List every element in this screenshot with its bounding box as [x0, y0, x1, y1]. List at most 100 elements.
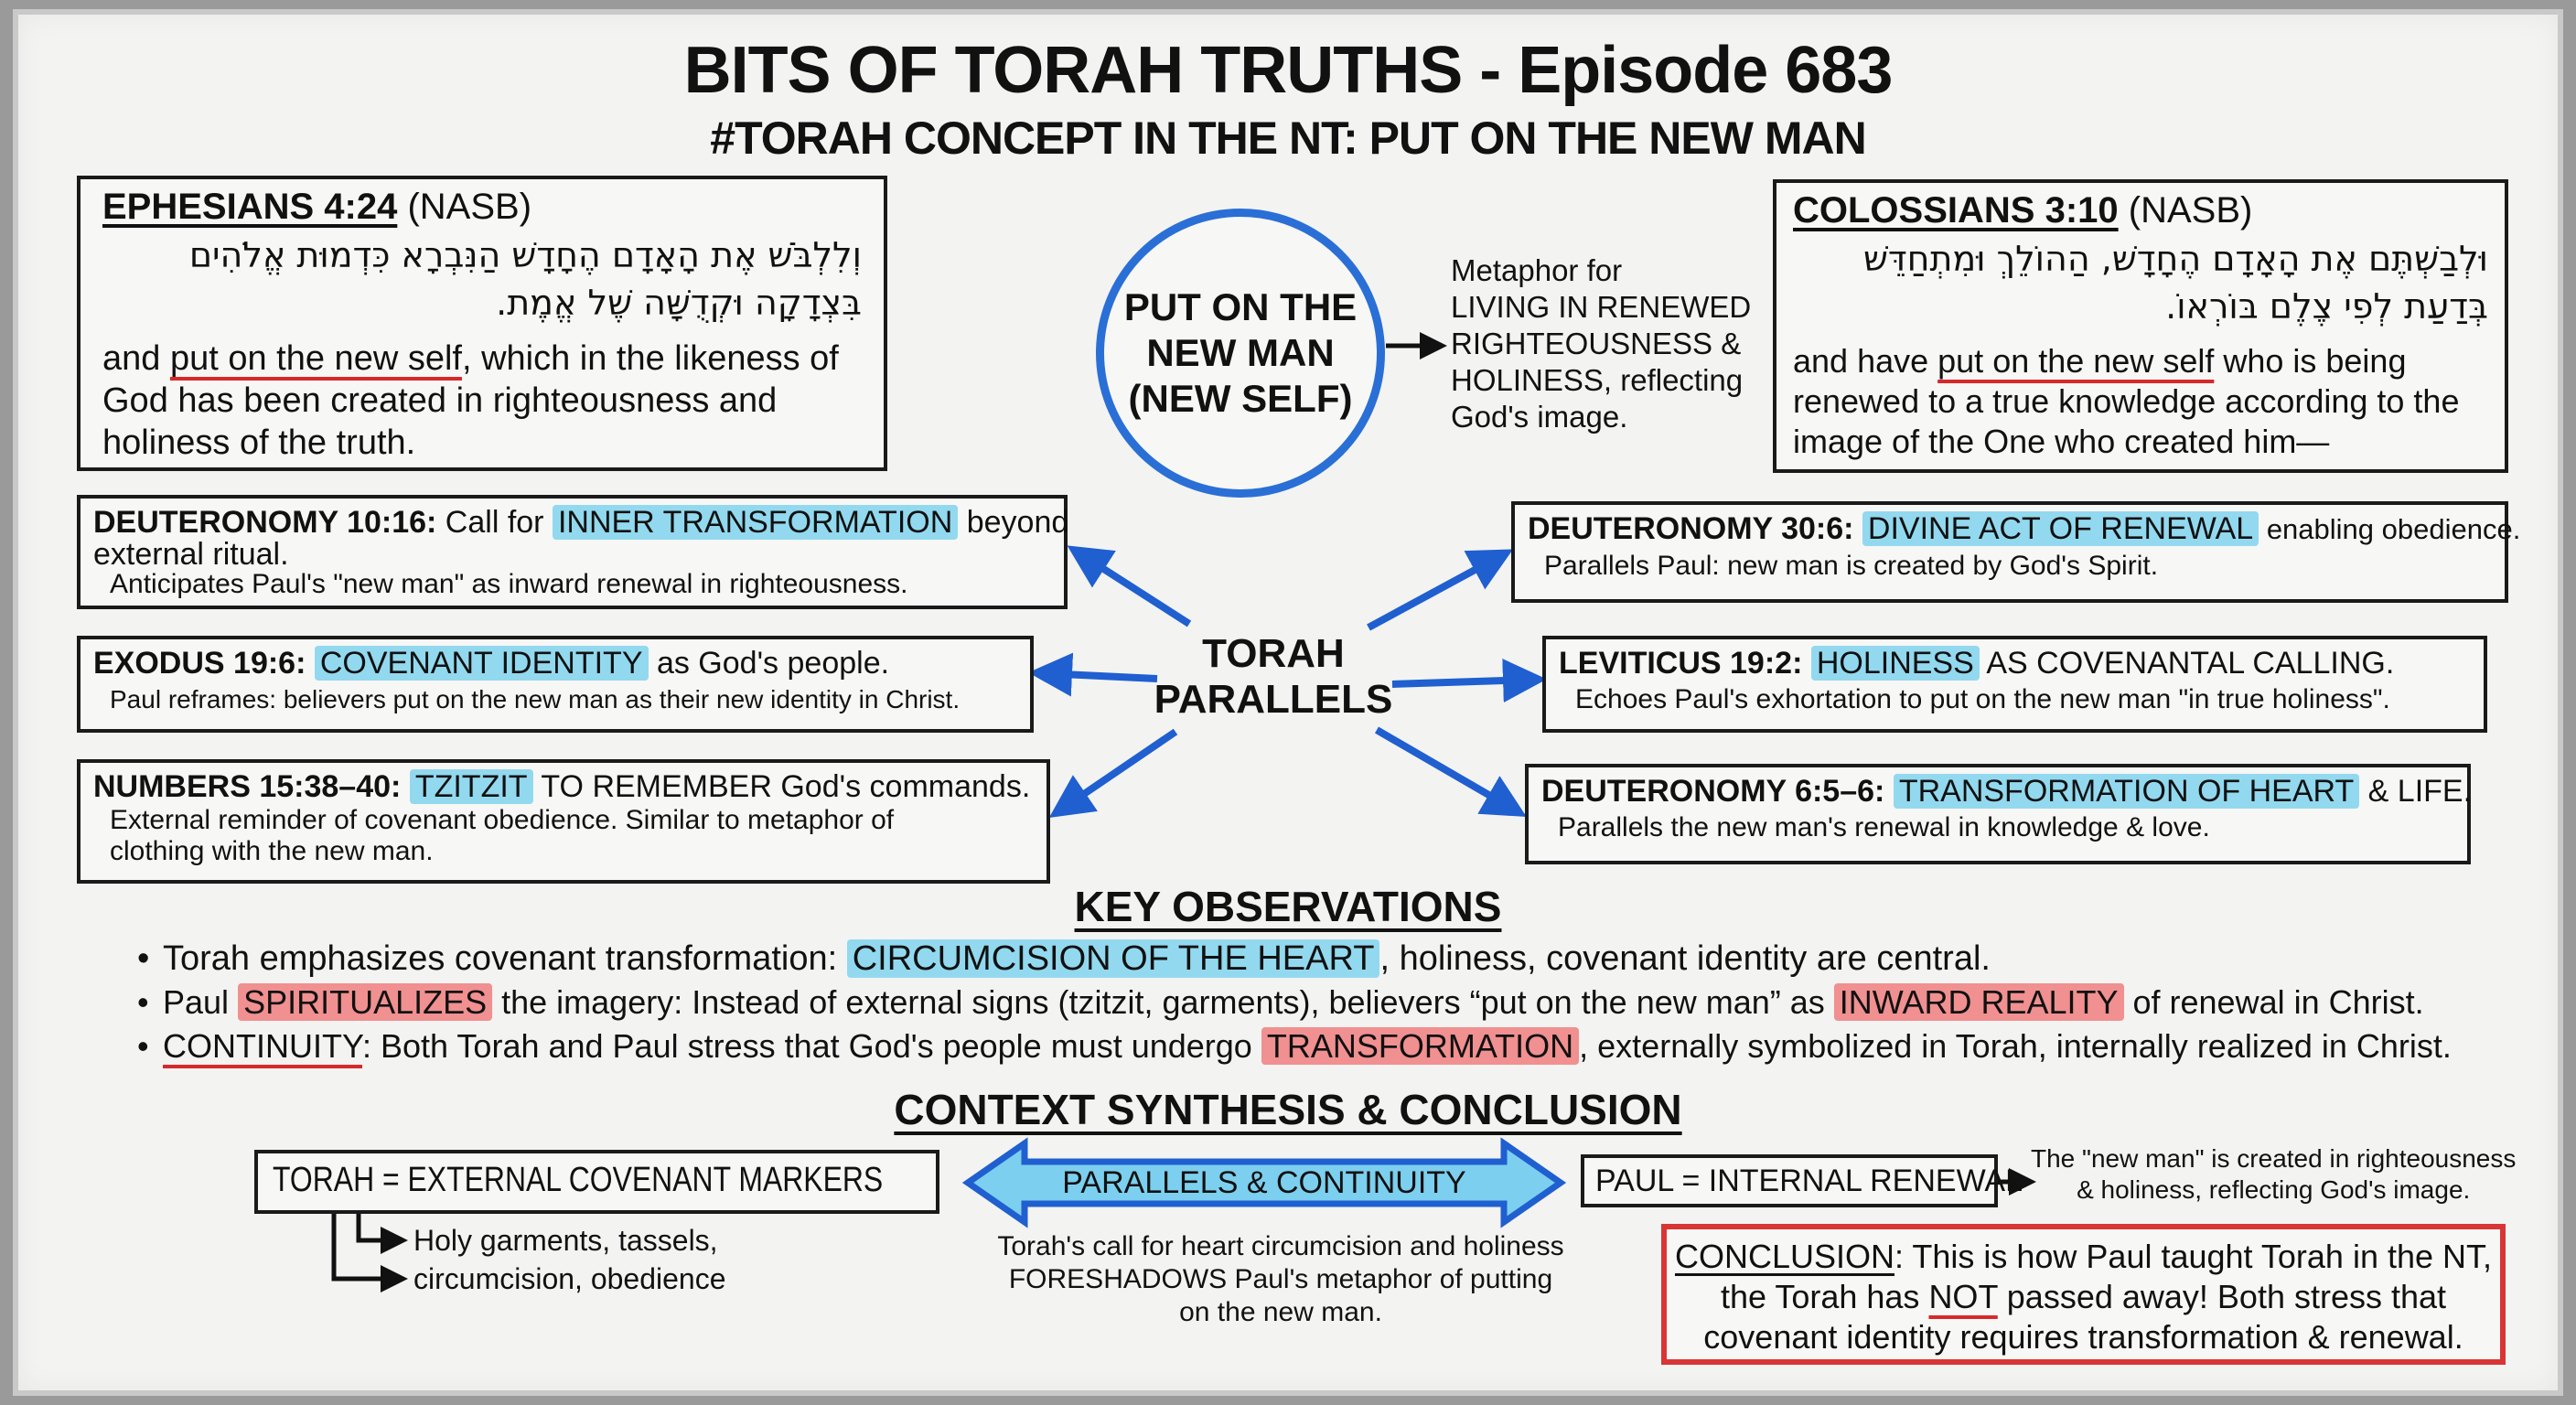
observations-list: • Torah emphasizes covenant transformatio…	[137, 937, 2452, 1068]
highlight: DIVINE ACT OF RENEWAL	[1862, 511, 2259, 546]
text: who is being renewed to a true knowledge…	[1793, 342, 2460, 460]
note: Parallels the new man's renewal in knowl…	[1558, 812, 2210, 842]
bullet-icon: •	[137, 1027, 149, 1065]
text: Paul	[163, 983, 239, 1021]
ephesians-english: and put on the new self, which in the li…	[102, 338, 862, 464]
text	[1884, 774, 1893, 809]
metaphor-note: Metaphor for LIVING IN RENEWED RIGHTEOUS…	[1451, 252, 1751, 435]
observation-item: • Torah emphasizes covenant transformatio…	[137, 937, 2452, 981]
text: passed away! Both stress that	[1997, 1278, 2447, 1315]
note: Anticipates Paul's "new man" as inward r…	[110, 569, 908, 599]
arrow-to-leviticus	[1391, 659, 1547, 703]
colossians-english: and have put on the new self who is bein…	[1793, 341, 2488, 462]
ref: EXODUS 19:6:	[93, 646, 306, 681]
text	[1802, 646, 1810, 681]
text: external ritual.	[93, 537, 289, 572]
synthesis-heading: CONTEXT SYNTHESIS & CONCLUSION	[0, 1085, 2576, 1134]
torah-parallels-label: TORAH PARALLELS	[1143, 631, 1403, 723]
text: and have	[1793, 342, 1938, 380]
parallel-leviticus-19-2: LEVITICUS 19:2: HOLINESS AS COVENANTAL C…	[1542, 636, 2487, 733]
text: Torah emphasizes covenant transformation…	[163, 939, 847, 978]
arrow-torah-sub-1	[356, 1214, 408, 1254]
text: beyond	[958, 505, 1069, 540]
arrow-to-deut-10	[1067, 545, 1192, 627]
colossians-ref: COLOSSIANS 3:10	[1793, 190, 2119, 231]
text: & LIFE.	[2359, 774, 2473, 809]
bullet-icon: •	[137, 939, 150, 978]
page-title: BITS OF TORAH TRUTHS - Episode 683	[683, 34, 1894, 107]
parallel-numbers-15-38: NUMBERS 15:38–40: TZITZIT TO REMEMBER Go…	[77, 759, 1050, 884]
torah-box-label: TORAH = EXTERNAL COVENANT MARKERS	[273, 1161, 884, 1199]
put-on-new-man-circle: PUT ON THE NEW MAN (NEW SELF)	[1096, 209, 1385, 498]
circle-line: PUT ON THE	[1123, 285, 1358, 328]
text: Call for	[436, 505, 553, 540]
arrow-to-exodus	[1028, 652, 1158, 697]
metaphor-line: Metaphor for	[1451, 253, 1623, 287]
circle-line: NEW MAN	[1146, 331, 1335, 374]
parallel-deut-10-16: DEUTERONOMY 10:16: Call for INNER TRANSF…	[77, 495, 1068, 609]
ref: DEUTERONOMY 10:16:	[93, 505, 437, 540]
text: , externally symbolized in Torah, intern…	[1579, 1027, 2452, 1065]
text: , holiness, covenant identity are centra…	[1379, 939, 1991, 978]
text: the imagery: Instead of external signs (…	[492, 983, 1834, 1021]
note-line: & holiness, reflecting God's image.	[2077, 1175, 2471, 1204]
colossians-hebrew-2: בְּדַעַת לְפִי צֶלֶם בּוֹרְאוֹ.	[2165, 286, 2488, 327]
ref: LEVITICUS 19:2:	[1559, 646, 1803, 681]
metaphor-line: HOLINESS, reflecting	[1451, 363, 1744, 397]
text	[1853, 511, 1862, 546]
parallels-arrow-label: PARALLELS & CONTINUITY	[1062, 1165, 1466, 1200]
text: as God's people.	[648, 646, 890, 681]
synthesis-middle-note: Torah's call for heart circumcision and …	[961, 1230, 1601, 1329]
text: : This is how Paul taught Torah in the N…	[1894, 1238, 2493, 1275]
paul-note: The "new man" is created in righteousnes…	[2031, 1143, 2516, 1206]
highlight: CIRCUMCISION OF THE HEART	[846, 939, 1380, 978]
arrow-to-deut-6	[1374, 726, 1527, 818]
highlight: TZITZIT	[409, 769, 533, 804]
note-line: The "new man" is created in righteousnes…	[2031, 1144, 2517, 1173]
metaphor-line: RIGHTEOUSNESS &	[1451, 327, 1742, 360]
key-phrase: put on the new self	[1937, 342, 2215, 380]
text: , which in the likeness of God has been …	[102, 339, 839, 462]
arrow-torah-sub-2	[331, 1214, 408, 1292]
conclusion-box: CONCLUSION: This is how Paul taught Tora…	[1661, 1224, 2506, 1365]
highlight: INWARD REALITY	[1833, 983, 2124, 1021]
highlight: INNER TRANSFORMATION	[552, 505, 959, 540]
key-word: CONTINUITY	[163, 1027, 363, 1065]
metaphor-line: LIVING IN RENEWED	[1451, 290, 1752, 324]
note: Parallels Paul: new man is created by Go…	[1544, 551, 2159, 581]
note-line: Torah's call for heart circumcision and …	[997, 1231, 1564, 1261]
highlight: SPIRITUALIZES	[238, 983, 493, 1021]
note-line: FORESHADOWS Paul's metaphor of putting	[1008, 1264, 1553, 1294]
circle-line: (NEW SELF)	[1128, 377, 1353, 420]
arrow-to-deut-30	[1367, 549, 1514, 631]
text: TO REMEMBER God's commands.	[532, 769, 1031, 804]
parallel-exodus-19-6: EXODUS 19:6: COVENANT IDENTITY as God's …	[77, 636, 1034, 733]
double-arrow-parallels	[961, 1137, 1567, 1228]
heading-text: KEY OBSERVATIONS	[1074, 883, 1502, 930]
note: External reminder of covenant obedience.…	[110, 805, 895, 835]
torah-box: TORAH = EXTERNAL COVENANT MARKERS	[254, 1150, 939, 1214]
text: AS COVENANTAL CALLING.	[1979, 646, 2395, 681]
arrow-to-numbers	[1048, 728, 1178, 818]
observation-item: •Paul SPIRITUALIZES the imagery: Instead…	[137, 981, 2452, 1024]
parallel-deut-6-5: DEUTERONOMY 6:5–6: TRANSFORMATION OF HEA…	[1525, 764, 2473, 864]
ref: DEUTERONOMY 30:6:	[1528, 511, 1854, 546]
highlight: TRANSFORMATION OF HEART	[1893, 774, 2360, 809]
observation-item: •CONTINUITY: Both Torah and Paul stress …	[137, 1024, 2452, 1068]
text: and	[102, 339, 170, 378]
note: Echoes Paul's exhortation to put on the …	[1575, 684, 2390, 714]
metaphor-line: God's image.	[1451, 400, 1628, 434]
ref: NUMBERS 15:38–40:	[93, 769, 402, 804]
ref: DEUTERONOMY 6:5–6:	[1541, 774, 1885, 809]
center-line: TORAH	[1202, 631, 1345, 676]
parallel-deut-30-6: DEUTERONOMY 30:6: DIVINE ACT OF RENEWAL …	[1511, 501, 2520, 603]
text: enabling obedience.	[2259, 513, 2521, 545]
ephesians-heading: EPHESIANS 4:24 (NASB)	[102, 187, 862, 228]
paul-box: PAUL = INTERNAL RENEWAL	[1581, 1154, 2023, 1207]
ephesians-box: EPHESIANS 4:24 (NASB) וְלִלְבֹּשׁ אֶת הָ…	[77, 176, 887, 471]
conclusion-line: covenant identity requires transformatio…	[1703, 1318, 2463, 1356]
note: Paul reframes: believers put on the new …	[110, 685, 961, 713]
ephesians-ref: EPHESIANS 4:24	[102, 187, 398, 227]
torah-sub-2: circumcision, obedience	[413, 1262, 726, 1295]
